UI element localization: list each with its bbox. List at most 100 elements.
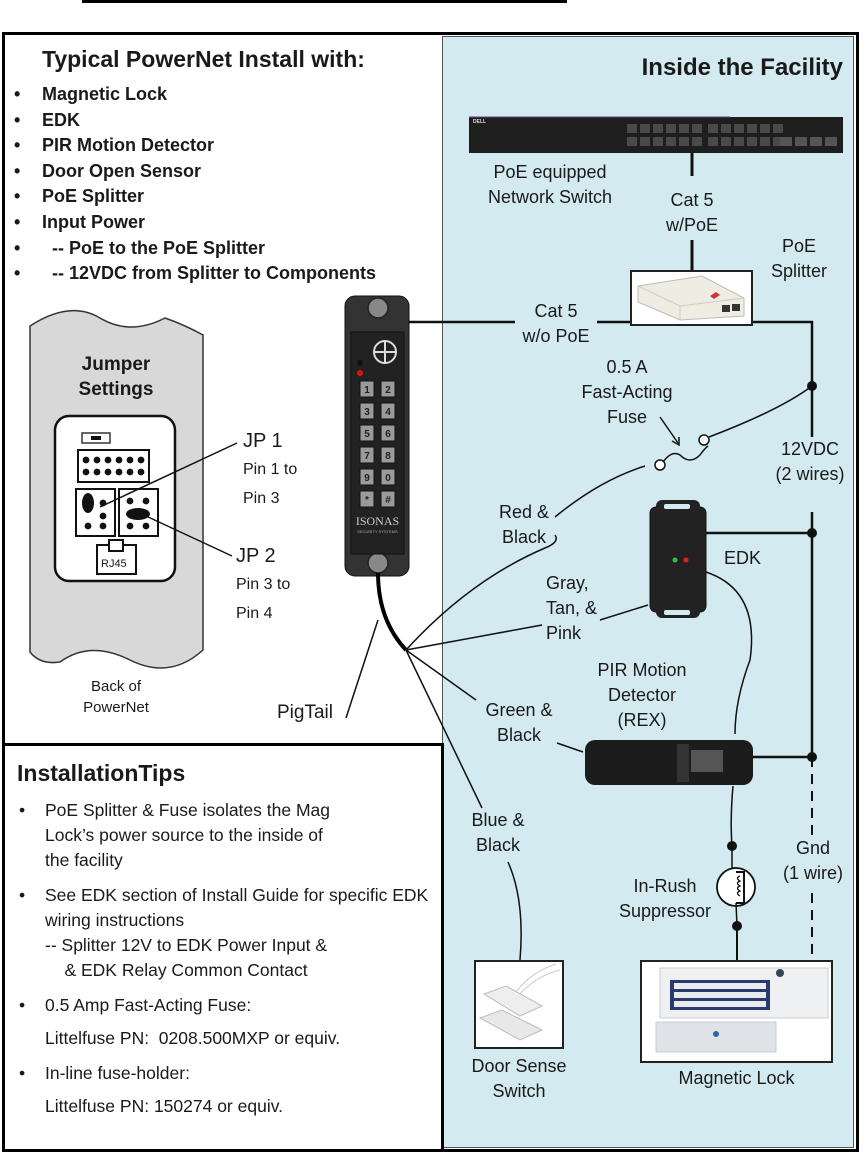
tip-item: In-line fuse-holder: Littelfuse PN: 1502… xyxy=(15,1061,435,1119)
gray-label-line: Pink xyxy=(546,623,582,643)
top-rule xyxy=(82,0,567,3)
isonas-brand: ISONAS xyxy=(355,514,400,528)
install-title: Typical PowerNet Install with: xyxy=(42,46,365,72)
header-pin xyxy=(82,456,90,464)
switch-port xyxy=(666,124,676,133)
fuse-label-line: Fast-Acting xyxy=(581,382,673,402)
tip-item: PoE Splitter & Fuse isolates the Mag Loc… xyxy=(15,798,345,873)
tip-text: In-line fuse-holder: xyxy=(45,1063,190,1083)
switch-port xyxy=(708,137,718,146)
header-pin xyxy=(137,456,145,464)
cat5-nopoe-line: Cat 5 xyxy=(534,301,578,321)
header-pin xyxy=(126,456,134,464)
keypad-key: 2 xyxy=(380,380,396,398)
tips-title: InstallationTips xyxy=(17,760,186,786)
jp2-pin-line1: Pin 3 to xyxy=(236,576,291,593)
inrush-label: In-Rush Suppressor xyxy=(610,874,720,924)
in-rush-suppressor xyxy=(716,867,756,907)
cat5-nopoe-line: w/o PoE xyxy=(522,326,590,346)
back-of-powernet-label: Back of PowerNet xyxy=(68,676,164,718)
keypad-key: 7 xyxy=(359,446,375,464)
jumper-title-line: Jumper xyxy=(81,354,151,375)
maglock-label: Magnetic Lock xyxy=(678,1068,795,1088)
keypad-key: 8 xyxy=(380,446,396,464)
keypad-key: 4 xyxy=(380,402,396,420)
facility-title: Inside the Facility xyxy=(641,54,843,81)
red-black-line: Red & xyxy=(498,502,550,522)
back-label-line: Back of xyxy=(90,678,142,695)
gray-label-line: Gray, xyxy=(546,573,589,593)
splitter-label-line: Splitter xyxy=(770,261,828,281)
keypad-key: 0 xyxy=(380,468,396,486)
keypad-key: 9 xyxy=(359,468,375,486)
svg-text:2: 2 xyxy=(385,385,391,396)
gray-label-line: Tan, & xyxy=(546,598,598,618)
poe-splitter xyxy=(630,270,753,326)
green-label-line: Green & xyxy=(485,700,553,720)
door-sense-switch xyxy=(474,960,564,1049)
feature-item: -- PoE to the PoE Splitter xyxy=(14,236,376,262)
switch-port xyxy=(760,124,770,133)
splitter-label-line: PoE xyxy=(781,236,817,256)
svg-text:0: 0 xyxy=(385,473,391,484)
cat5-poe-line: Cat 5 xyxy=(670,190,714,210)
header-pin xyxy=(82,468,90,476)
svg-text:3: 3 xyxy=(364,407,370,418)
switch-port xyxy=(721,124,731,133)
edk-device xyxy=(649,506,707,613)
keypad-key: # xyxy=(380,490,396,508)
rj45-label: RJ45 xyxy=(101,558,127,570)
switch-port xyxy=(721,137,731,146)
svg-text:#: # xyxy=(385,495,391,506)
feature-item: Magnetic Lock xyxy=(14,82,376,108)
fuse-label-line: Fuse xyxy=(606,407,648,427)
feature-item: PoE Splitter xyxy=(14,184,376,210)
back-label-line: PowerNet xyxy=(83,699,149,716)
tip-subtext: -- Splitter 12V to EDK Power Input & xyxy=(45,935,328,955)
pir-label-line: Detector xyxy=(607,685,677,705)
cat5-nopoe-label: Cat 5 w/o PoE xyxy=(512,299,600,349)
tip-item: 0.5 Amp Fast-Acting Fuse: Littelfuse PN:… xyxy=(15,993,435,1051)
switch-port xyxy=(679,137,689,146)
cat5-poe-line: w/PoE xyxy=(665,215,719,235)
sfp-port xyxy=(825,137,837,146)
switch-port xyxy=(653,137,663,146)
feature-item: EDK xyxy=(14,108,376,134)
edk-label: EDK xyxy=(724,548,762,568)
svg-text:8: 8 xyxy=(385,451,391,462)
tip-item: See EDK section of Install Guide for spe… xyxy=(15,883,435,983)
switch-port xyxy=(734,124,744,133)
header-pin xyxy=(115,456,123,464)
switch-port xyxy=(692,124,702,133)
svg-text:6: 6 xyxy=(385,429,391,440)
header-pin xyxy=(137,468,145,476)
sfp-port xyxy=(810,137,822,146)
switch-port xyxy=(666,137,676,146)
feature-item: -- 12VDC from Splitter to Components xyxy=(14,261,376,287)
switch-port xyxy=(773,137,783,146)
edk-led-green xyxy=(672,557,678,563)
header-pin xyxy=(104,456,112,464)
switch-port xyxy=(773,124,783,133)
jp1-pin-line2: Pin 3 xyxy=(243,490,280,507)
svg-text:7: 7 xyxy=(364,451,370,462)
tip-subtext: & EDK Relay Common Contact xyxy=(45,960,308,980)
12vdc-label: 12VDC (2 wires) xyxy=(768,437,852,487)
poe-splitter-label: PoE Splitter xyxy=(764,234,834,284)
blue-label-line: Black xyxy=(475,835,520,855)
pir-label-line: (REX) xyxy=(617,710,667,730)
header-pin xyxy=(93,468,101,476)
switch-port xyxy=(692,137,702,146)
fingerprint-icon xyxy=(373,340,397,364)
green-label-line: Black xyxy=(496,725,541,745)
status-led-red xyxy=(357,370,363,376)
keypad-key: 3 xyxy=(359,402,375,420)
installation-tips: InstallationTips PoE Splitter & Fuse iso… xyxy=(2,743,444,1152)
switch-port xyxy=(734,137,744,146)
header-pin xyxy=(104,468,112,476)
edk-led-red xyxy=(683,557,689,563)
tips-list: PoE Splitter & Fuse isolates the Mag Loc… xyxy=(15,798,435,1129)
header-pin xyxy=(93,456,101,464)
switch-port xyxy=(708,124,718,133)
jp1-label: JP 1 xyxy=(243,430,283,452)
